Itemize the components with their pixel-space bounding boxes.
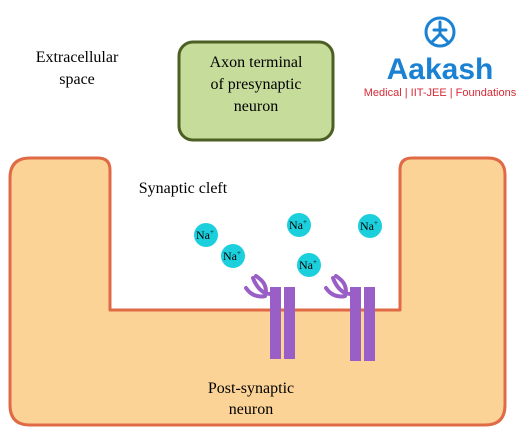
axon-label-line1: Axon terminal [210, 54, 303, 71]
sodium-ion-3: Na+ [287, 213, 311, 237]
synaptic-cleft-label: Synaptic cleft [139, 180, 228, 197]
postsynaptic-neuron-body [8, 156, 507, 427]
logo-emblem-icon [424, 16, 456, 48]
aakash-logo: Aakash Medical | IIT-JEE | Foundations [364, 16, 517, 99]
sodium-ion-2: Na+ [221, 244, 245, 268]
logo-tagline: Medical | IIT-JEE | Foundations [364, 87, 517, 99]
extracellular-label-line1: Extracellular [36, 49, 119, 66]
extracellular-label-line2: space [59, 71, 95, 88]
axon-label-line2: of presynaptic [210, 76, 301, 93]
axon-label-line3: neuron [234, 98, 278, 115]
sodium-ion-4: Na+ [358, 214, 382, 238]
svg-text:Na+: Na+ [196, 228, 214, 242]
postsynaptic-label-line1: Post-synaptic [208, 380, 294, 397]
postsynaptic-label-line2: neuron [229, 401, 273, 418]
logo-wordmark: Aakash [387, 53, 494, 86]
svg-text:Na+: Na+ [289, 218, 307, 232]
sodium-ion-5: Na+ [297, 253, 321, 277]
sodium-ion-1: Na+ [194, 223, 218, 247]
axon-terminal [177, 40, 335, 142]
svg-text:Na+: Na+ [223, 249, 241, 263]
svg-text:Na+: Na+ [360, 219, 378, 233]
svg-text:Na+: Na+ [299, 258, 317, 272]
receptor-channel-1 [244, 274, 295, 359]
receptor-channel-2 [324, 274, 375, 361]
